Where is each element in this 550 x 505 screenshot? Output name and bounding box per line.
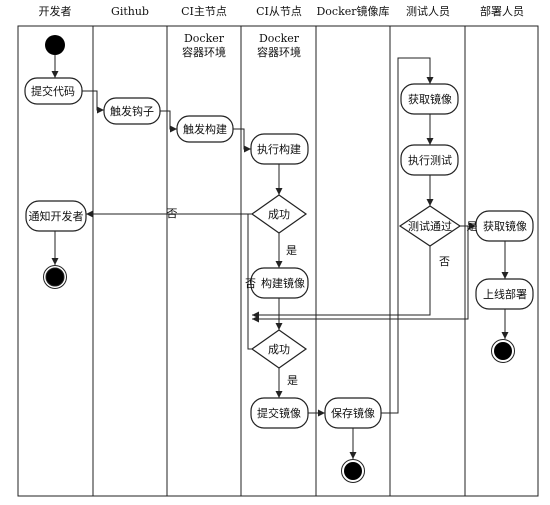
activity-go-live-label: 上线部署 bbox=[483, 287, 527, 301]
flow-crossing-line bbox=[252, 226, 469, 323]
lane-title-github: Github bbox=[111, 5, 149, 18]
activity-push-image-label: 提交镜像 bbox=[257, 406, 301, 420]
decision-test-pass-label: 测试通过 bbox=[408, 220, 452, 233]
decision-success-build-label: 成功 bbox=[268, 208, 290, 221]
edge-label-yes-image: 是 bbox=[287, 374, 298, 387]
end-node-registry-ring bbox=[341, 459, 365, 483]
flow-trigger-build-to-exec bbox=[233, 128, 251, 153]
edge-label-no-test: 否 bbox=[439, 255, 450, 268]
edge-label-yes-build: 是 bbox=[286, 244, 297, 257]
activity-run-test-label: 执行测试 bbox=[408, 153, 452, 167]
lane-subtitle-ci-slave-2: 容器环境 bbox=[257, 45, 301, 59]
edge-label-no-image: 否 bbox=[245, 277, 256, 290]
activity-trigger-hook-label: 触发钩子 bbox=[110, 104, 154, 118]
lane-title-developer: 开发者 bbox=[39, 4, 72, 18]
lane-title-docker-registry: Docker镜像库 bbox=[316, 4, 389, 18]
end-node-developer bbox=[45, 267, 65, 287]
activity-commit-code-label: 提交代码 bbox=[31, 84, 75, 98]
activity-notify-developer-label: 通知开发者 bbox=[29, 209, 84, 223]
end-node-deployer-ring bbox=[491, 339, 515, 363]
flow-hook-to-trigger-build bbox=[160, 110, 177, 133]
activity-save-image-label: 保存镜像 bbox=[331, 406, 375, 420]
lane-title-deployer: 部署人员 bbox=[480, 4, 524, 18]
flow-commit-to-hook bbox=[82, 90, 104, 114]
activity-build-image-label: 构建镜像 bbox=[261, 276, 305, 290]
lane-subtitle-ci-master-1: Docker bbox=[184, 32, 225, 45]
activity-tester-fetch-image-label: 获取镜像 bbox=[408, 92, 452, 106]
end-node-registry bbox=[344, 462, 362, 480]
activity-trigger-build-label: 触发构建 bbox=[183, 122, 227, 136]
flow-save-to-tester-fetch bbox=[381, 57, 434, 414]
start-node bbox=[45, 35, 65, 55]
edge-label-yes-test: 是 bbox=[467, 220, 478, 233]
decision-success-image-label: 成功 bbox=[268, 343, 290, 356]
lane-title-ci-master: CI主节点 bbox=[181, 5, 227, 18]
end-node-deployer bbox=[494, 342, 512, 360]
flow-decision2-no-back bbox=[247, 214, 252, 350]
lane-title-tester: 测试人员 bbox=[406, 5, 450, 18]
activity-deployer-fetch-image-label: 获取镜像 bbox=[483, 219, 527, 233]
activity-execute-build-label: 执行构建 bbox=[257, 142, 301, 156]
lane-subtitle-ci-master-2: 容器环境 bbox=[182, 45, 226, 59]
lane-title-ci-slave: CI从节点 bbox=[256, 5, 302, 18]
flow-test-fail-return bbox=[252, 246, 431, 319]
end-node-developer-ring bbox=[43, 265, 67, 289]
lane-subtitle-ci-slave-1: Docker bbox=[259, 32, 300, 45]
edge-label-no-build: 否 bbox=[167, 207, 178, 220]
